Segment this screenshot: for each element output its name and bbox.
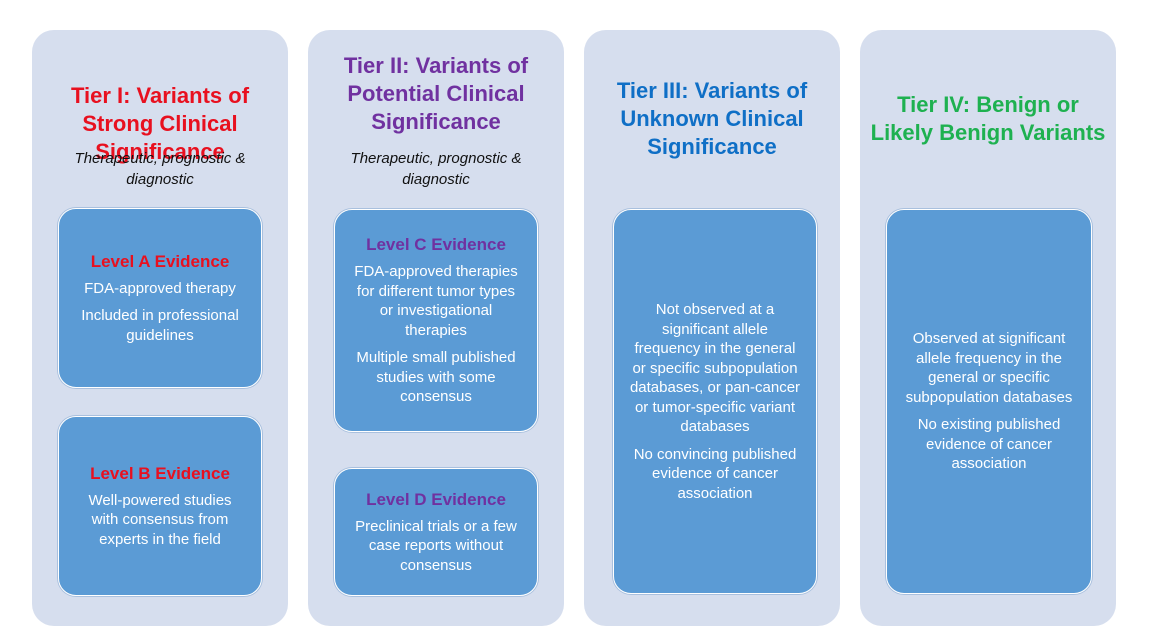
level-a-evidence-box: Level A Evidence FDA-approved therapy In… — [58, 208, 262, 388]
level-c-heading: Level C Evidence — [366, 235, 506, 255]
tier-3-text-1: Not observed at a significant allele fre… — [629, 301, 801, 435]
tier-2-title: Tier II: Variants of Potential Clinical … — [343, 53, 529, 134]
tier-4-title: Tier IV: Benign or Likely Benign Variant… — [870, 92, 1106, 145]
level-c-evidence-box: Level C Evidence FDA-approved therapies … — [334, 209, 538, 432]
level-b-evidence-box: Level B Evidence Well-powered studies wi… — [58, 416, 262, 596]
tier-1-title: Tier I: Variants of Strong Clinical Sign… — [70, 83, 250, 164]
tier-2-panel: Tier II: Variants of Potential Clinical … — [308, 30, 564, 626]
level-d-text-1: Preclinical trials or a few case reports… — [355, 517, 517, 574]
tier-4-text-2: No existing published evidence of cancer… — [917, 416, 1061, 473]
tier-4-description-box: Observed at significant allele frequency… — [886, 209, 1092, 594]
tier-3-title: Tier III: Variants of Unknown Clinical S… — [616, 78, 808, 159]
level-d-evidence-box: Level D Evidence Preclinical trials or a… — [334, 468, 538, 596]
level-a-text-1: FDA-approved therapy — [84, 279, 236, 297]
level-b-text-1: Well-powered studies with consensus from… — [88, 491, 232, 548]
level-a-text-2: Included in professional guidelines — [81, 307, 239, 344]
tier-4-text-1: Observed at significant allele frequency… — [905, 330, 1073, 406]
tier-2-subtitle: Therapeutic, prognostic & diagnostic — [350, 150, 522, 188]
level-a-heading: Level A Evidence — [90, 251, 230, 271]
tier-1-panel: Tier I: Variants of Strong Clinical Sign… — [32, 30, 288, 626]
level-c-text-2: Multiple small published studies with so… — [356, 349, 516, 406]
level-b-heading: Level B Evidence — [90, 463, 230, 483]
tier-3-text-2: No convincing published evidence of canc… — [633, 445, 797, 502]
level-c-text-1: FDA-approved therapies for different tum… — [354, 263, 518, 339]
tier-3-description-box: Not observed at a significant allele fre… — [613, 209, 817, 594]
tier-1-subtitle: Therapeutic, prognostic & diagnostic — [74, 150, 246, 188]
tier-3-panel: Tier III: Variants of Unknown Clinical S… — [584, 30, 840, 626]
level-d-heading: Level D Evidence — [366, 489, 506, 509]
tier-4-panel: Tier IV: Benign or Likely Benign Variant… — [860, 30, 1116, 626]
